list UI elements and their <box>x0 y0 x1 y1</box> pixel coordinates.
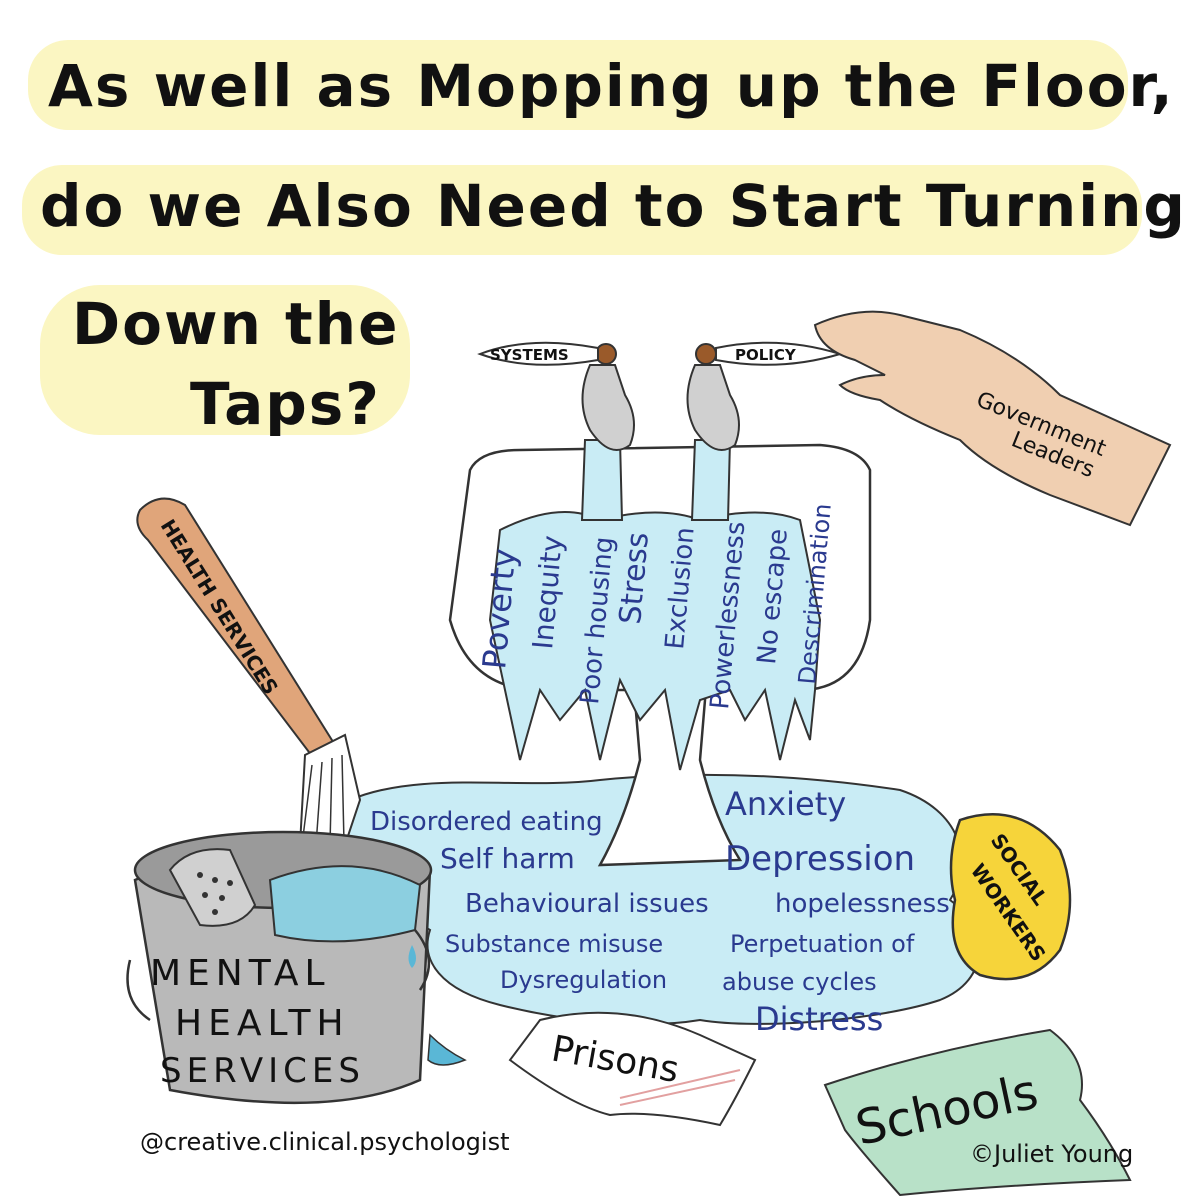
effect-perpetuation-of: Perpetuation of <box>730 930 915 958</box>
title-highlight-1 <box>28 40 1128 130</box>
effect-distress: Distress <box>755 1000 883 1038</box>
effect-substance-misuse: Substance misuse <box>445 930 663 958</box>
title-line-1: As well as Mopping up the Floor, <box>48 52 1175 120</box>
bucket-label-3: SERVICES <box>160 1051 365 1091</box>
systems-tap-label: SYSTEMS <box>490 346 569 364</box>
effect-dysregulation: Dysregulation <box>500 966 667 994</box>
credit-handle: @creative.clinical.psychologist <box>140 1128 510 1156</box>
bucket-label-2: HEALTH <box>175 1003 350 1044</box>
schools-cloth <box>823 1028 1132 1197</box>
effect-hopelessness: hopelessness <box>775 889 950 919</box>
sponge <box>949 813 1072 981</box>
mop-label: HEALTH SERVICES <box>156 515 283 699</box>
cause-stress: Stress <box>613 531 656 626</box>
effect-abuse-cycles: abuse cycles <box>722 968 877 996</box>
effect-anxiety: Anxiety <box>725 785 846 823</box>
left-tap <box>477 341 635 451</box>
title-line-3: Down the <box>72 290 400 358</box>
government-hand <box>813 310 1172 527</box>
effect-self-harm: Self harm <box>440 842 575 875</box>
prisons-cloth <box>508 1011 757 1127</box>
bucket-label-1: MENTAL <box>150 953 331 994</box>
credit-author: ©Juliet Young <box>970 1140 1133 1168</box>
bucket <box>126 830 433 1105</box>
mop <box>136 497 362 846</box>
title-line-4: Taps? <box>190 370 381 438</box>
title-highlight-3 <box>40 285 410 435</box>
effect-depression: Depression <box>725 839 915 879</box>
effect-disordered-eating: Disordered eating <box>370 807 603 837</box>
water-drip <box>427 1033 467 1066</box>
water-drip <box>408 945 416 968</box>
floor-effects: Disordered eating Self harm Behavioural … <box>370 785 950 1038</box>
policy-tap-label: POLICY <box>735 346 797 364</box>
effect-behavioural-issues: Behavioural issues <box>465 889 709 919</box>
right-tap <box>686 341 844 451</box>
right-water-stream <box>690 439 732 521</box>
left-water-stream <box>580 439 624 521</box>
title-highlight-2 <box>22 165 1142 255</box>
title-line-2: do we Also Need to Start Turning <box>40 172 1187 240</box>
